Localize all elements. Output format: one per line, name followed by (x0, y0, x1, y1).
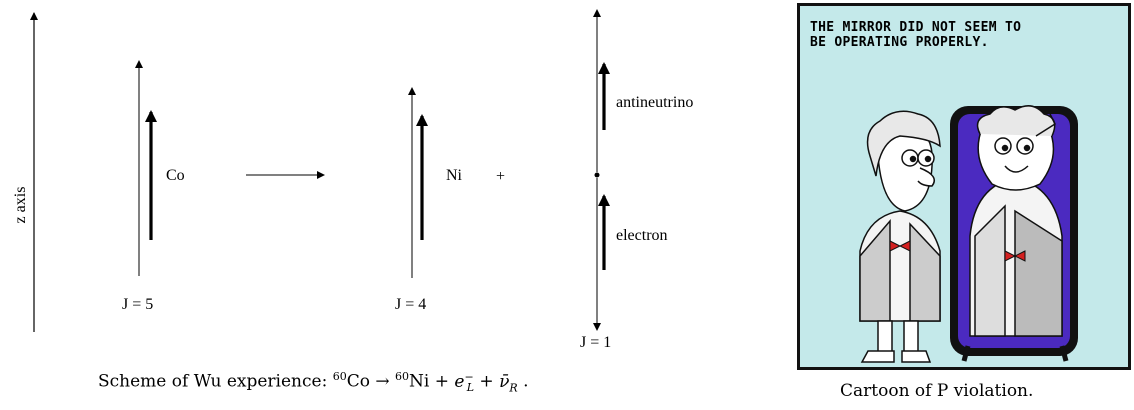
plus-symbol-2: + (474, 371, 500, 392)
co-mass-number: 60 (332, 370, 347, 383)
mirror-reflection-figure (969, 105, 1063, 337)
cobalt-label: Co (166, 167, 185, 184)
wu-experiment-diagram: z axis Co J = 5 Ni J = 4 + antineutrino … (12, 9, 693, 351)
antineutrino-letter: ν̄ (499, 371, 510, 392)
mirror-cartoon: THE MIRROR DID NOT SEEM TO BE OPERATING … (797, 3, 1131, 370)
nickel-label: Ni (446, 167, 463, 184)
electron-letter: e (454, 371, 465, 392)
ni-mass-number: 60 (395, 370, 410, 383)
plus-sign: + (496, 168, 505, 185)
antineutrino-label: antineutrino (616, 94, 693, 111)
cartoon-drawing (859, 105, 1078, 363)
total-spin-label: J = 1 (580, 334, 611, 351)
cobalt-spin-label: J = 5 (122, 296, 153, 313)
co-symbol: Co (346, 371, 370, 392)
electron-charge: − (464, 370, 474, 383)
plus-symbol: + (429, 371, 449, 392)
electron-label: electron (616, 227, 668, 244)
z-axis-label: z axis (12, 187, 29, 224)
wu-caption-text: Scheme of Wu experience: (98, 371, 333, 392)
wu-caption: Scheme of Wu experience: 60Co → 60Ni + e… (98, 370, 529, 394)
electron-chirality: L (466, 381, 474, 395)
reaction-arrow: → (369, 371, 396, 392)
antineutrino-symbol: ν̄R (499, 371, 518, 395)
left-figure (859, 110, 941, 363)
mirror-bowtie (1004, 250, 1026, 262)
cartoon-speech-text: THE MIRROR DID NOT SEEM TO BE OPERATING … (810, 20, 1022, 50)
electron-symbol: e−L (454, 370, 474, 395)
antineutrino-chirality: R (509, 381, 518, 395)
decay-point (594, 172, 600, 178)
caption-end: . (517, 371, 529, 392)
ni-symbol: Ni (409, 371, 430, 392)
left-bowtie (889, 240, 911, 252)
cartoon-caption: Cartoon of P violation. (840, 381, 1034, 401)
nickel-spin-label: J = 4 (395, 296, 426, 313)
